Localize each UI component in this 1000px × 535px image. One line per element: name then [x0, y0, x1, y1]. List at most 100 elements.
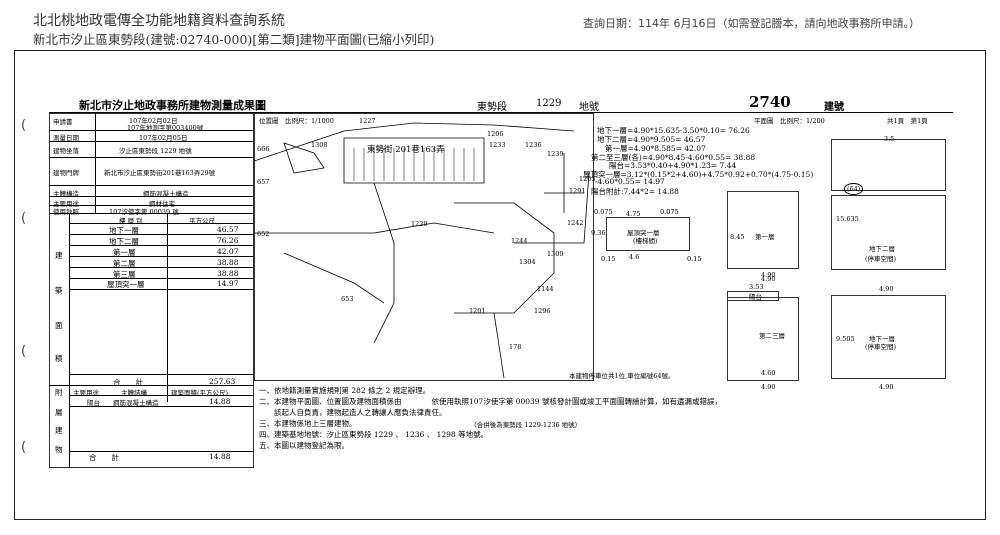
area-col-divider [167, 213, 168, 402]
area-side-label: 築 [55, 286, 63, 295]
area-formula: 地下一層=4.90*15.635-3.50*0.10= 76.26 [597, 126, 750, 135]
area-side-label: 面 [55, 321, 63, 330]
plan-dim: 0.075 [660, 208, 679, 216]
area-total: 257.63 [209, 377, 236, 386]
annex-side-label: 附 [55, 388, 63, 397]
area-value: 42.07 [217, 247, 239, 256]
info-row-label: 申請書 [53, 118, 73, 126]
map-lot-label: 1233 [489, 141, 506, 149]
area-value: 38.88 [217, 258, 239, 267]
plan-dim: 9.36 [591, 229, 606, 237]
note-line: 三、本建物係地上三層建物。 [259, 419, 357, 428]
map-lot-label: 653 [341, 295, 354, 303]
map-lot-label: 1296 [534, 307, 551, 315]
plan-dim: 0.15 [687, 255, 702, 263]
plan-dim: 4.90 [761, 275, 776, 283]
plan-roof-sub: (樓梯間) [633, 237, 658, 245]
section-name: 東勢段 [477, 102, 507, 113]
map-lot-label: 1206 [487, 130, 504, 138]
plan-dim: 4.6 [629, 253, 640, 261]
map-lot-label: 657 [257, 178, 270, 186]
area-formula: -4.60*0.55= 14.97 [595, 177, 665, 186]
area-floor-name: 屋頂突一層 [107, 280, 145, 289]
map-lot-label: 178 [509, 343, 522, 351]
note-line: 四、建築基地地號：汐止區東勢段 1229 、 1236 、 1298 等地號。 [259, 430, 489, 439]
map-lot-label: 1236 [525, 141, 542, 149]
info-row-value: 汐止區東勢段 1229 地號 [119, 147, 192, 155]
area-floor-name: 地下二層 [109, 237, 139, 246]
annex-total: 14.88 [209, 452, 231, 461]
note-line: （合併後為東勢段 1229-1236 地號） [259, 421, 582, 429]
map-lot-label: 1229 [411, 220, 428, 228]
annex-header: 建築面積(平方公尺) [171, 389, 229, 397]
survey-sheet: 新北市汐止地政事務所建物測量成果圖 東勢段 1229 地號 2740 建號 申請… [49, 93, 953, 468]
location-map-frame [254, 113, 594, 381]
query-date: 查詢日期：114年 6月16日（如需登記謄本，請向地政事務所申請。） [583, 17, 920, 30]
plan-dim: 4.90 [879, 383, 894, 391]
plan-b1-sub: (停車空間) [865, 255, 897, 263]
map-lot-label: 666 [257, 145, 270, 153]
area-total-label: 合 計 [113, 378, 143, 387]
plan-roof [606, 217, 690, 251]
info-row-value: 107年02月05日 [139, 134, 188, 142]
info-row-label: 建物門牌 [53, 169, 79, 177]
left-binding-mark: ( [21, 344, 27, 359]
plan-b2 [831, 295, 946, 379]
left-binding-mark: ( [21, 211, 27, 226]
plan-first-floor [727, 191, 799, 269]
plan-dim: 15.635 [836, 215, 859, 223]
plan-dim: 3.53 [749, 283, 764, 291]
area-header-floor: 樓 層 別 [119, 217, 143, 225]
annex-header: 主要用途 [73, 389, 99, 397]
area-value: 46.57 [217, 225, 239, 234]
info-row-label: 主體構造 [53, 190, 79, 198]
area-formula: 第二至三層(各)=4.90*8.45-4.60*0.55= 38.88 [591, 153, 756, 162]
plan-dim: 4.90 [761, 383, 776, 391]
lot-label: 地號 [579, 102, 599, 113]
building-label: 建號 [824, 102, 844, 113]
plan-dim: 8.45 [730, 233, 745, 241]
info-row-label: 主要用途 [53, 200, 79, 208]
page-subtitle: 新北市汐止區東勢段(建號:02740-000)[第二類]建物平面圖(已縮小列印) [33, 32, 435, 47]
plan-b1-label: 地下二層 [869, 245, 895, 253]
annex-structure: 鋼筋混凝土構造 [113, 399, 159, 407]
area-floor-name: 地下一層 [109, 226, 139, 235]
info-row-value: 鋼筋混凝土構造 [143, 190, 189, 198]
area-side-label: 建 [55, 251, 63, 260]
parking-space-marker: (64) [844, 183, 864, 195]
area-value: 38.88 [217, 269, 239, 278]
map-street-label: 東勢街 201巷163弄 [367, 145, 445, 155]
left-binding-mark: ( [21, 118, 27, 133]
info-row-value: 107汐使字第 00039 號 [109, 208, 179, 216]
document-frame [14, 50, 986, 520]
plan-dim: 4.60 [761, 369, 776, 377]
plan-b2-label: 地下一層 [869, 335, 895, 343]
note-line: 二、本建物平面圖、位置圖及建物面積係由 依使用執照107汐使字第 00039 號… [259, 397, 722, 406]
plan-b2-sub: (停車空間) [865, 343, 897, 351]
plan-balcony [727, 291, 779, 301]
plan-dim: 9.505 [836, 335, 855, 343]
sheet-title: 新北市汐止地政事務所建物測量成果圖 [79, 99, 266, 112]
plan-dim: 0.075 [594, 208, 613, 216]
area-formula: 陽台=3.53*0.40+4.90*1.23= 7.44 [609, 161, 737, 170]
info-row-value: 107年地測字第003400號 [127, 124, 204, 132]
map-lot-label: 1201 [469, 307, 486, 315]
annex-side-label: 物 [55, 445, 63, 454]
plan-roof-label: 屋頂突一層 [627, 229, 660, 237]
note-line: 該起人自負責，建物起造人之轉讓人應負法律責任。 [259, 408, 447, 417]
area-side-divider [69, 213, 70, 468]
note-line: 五、本圖以建物登記為限。 [259, 441, 349, 450]
annex-total-label: 合 計 [89, 453, 119, 462]
area-side-label: 積 [55, 354, 63, 363]
note-line: 一、依地籍測量實施規則第 282 條之 2 規定辦理。 [259, 386, 431, 395]
plan-second-third-label: 第二三層 [759, 332, 785, 340]
annex-side-label: 屬 [55, 408, 63, 417]
map-lot-label: 1144 [537, 285, 554, 293]
info-row-value: 107年02月02日 [129, 117, 178, 125]
plan-dim: 0.15 [601, 255, 616, 263]
area-formula: 第一層=4.90*8.585= 42.07 [605, 144, 706, 153]
plan-dim: 4.90 [761, 271, 776, 279]
scale-left: 位置圖 比例尺：1/1000 [259, 117, 334, 125]
map-lot-label: 1304 [519, 258, 536, 266]
scale-right: 平面圖 比例尺：1/200 [754, 117, 825, 125]
